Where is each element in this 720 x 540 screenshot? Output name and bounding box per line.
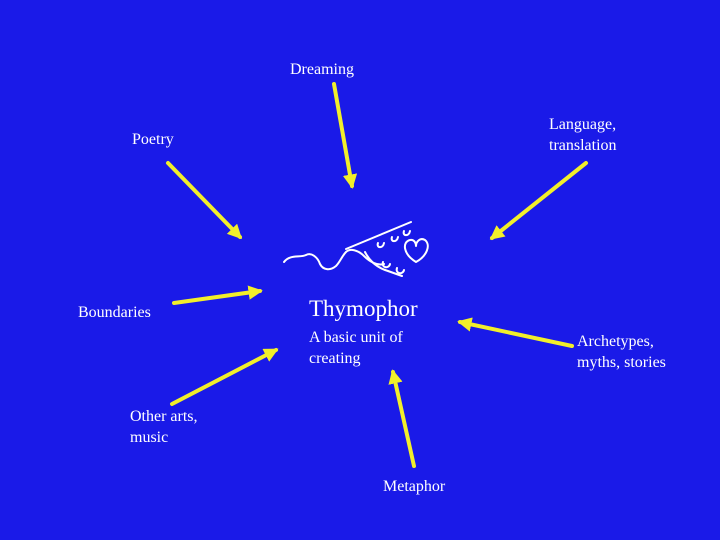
center-subtitle: A basic unit of creating xyxy=(309,327,403,369)
arrow-archetypes xyxy=(460,322,572,346)
arrow-boundaries xyxy=(174,291,260,303)
node-language-translation: Language, translation xyxy=(549,114,617,156)
node-metaphor: Metaphor xyxy=(383,476,445,497)
arrow-poetry xyxy=(168,163,240,237)
arrow-other-arts xyxy=(172,350,276,404)
node-boundaries: Boundaries xyxy=(78,302,151,323)
arrow-language xyxy=(492,163,586,238)
squiggle-heart-icon xyxy=(284,222,428,276)
arrow-metaphor xyxy=(393,372,414,466)
arrow-dreaming xyxy=(334,84,352,186)
node-other-arts: Other arts, music xyxy=(130,406,198,448)
center-title: Thymophor xyxy=(309,295,418,323)
node-dreaming: Dreaming xyxy=(290,59,354,80)
node-poetry: Poetry xyxy=(132,129,174,150)
node-archetypes: Archetypes, myths, stories xyxy=(577,331,666,373)
